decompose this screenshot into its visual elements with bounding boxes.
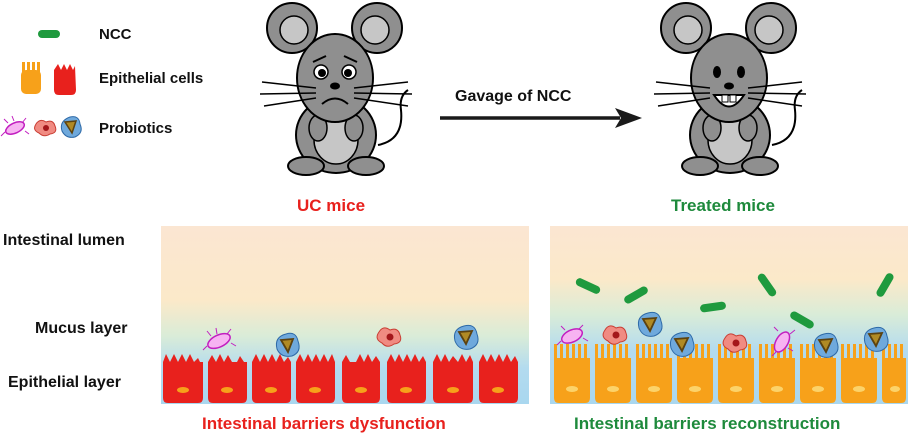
probiotic-blob-icon — [34, 119, 57, 137]
dysfunction-panel — [161, 226, 529, 404]
reconstruction-panel — [550, 226, 908, 404]
reconstruction-caption: Intestinal barriers reconstruction — [574, 414, 841, 433]
legend-probiotics-label: Probiotics — [99, 120, 173, 137]
probiotic-rod-right-2 — [771, 326, 796, 357]
treated-mouse-icon — [653, 2, 807, 176]
probiotic-coccus-right-2 — [669, 331, 695, 357]
intestinal-lumen-label: Intestinal lumen — [3, 232, 125, 249]
mucus-layer-label: Mucus layer — [35, 320, 128, 337]
probiotic-coccus-left-2 — [453, 324, 479, 350]
probiotic-rod-left — [202, 327, 237, 351]
uc-mice-label: UC mice — [297, 196, 366, 215]
legend-icons — [0, 30, 82, 138]
legend-ncc-label: NCC — [99, 26, 132, 43]
probiotic-coccus-right-4 — [863, 326, 889, 352]
ncc-icon — [38, 30, 60, 38]
damaged-epithelial-cells — [163, 354, 518, 403]
treated-mice-label: Treated mice — [671, 196, 775, 215]
healthy-epithelial-cells — [554, 344, 906, 403]
epithelial-orange-icon — [21, 62, 41, 94]
probiotic-coccus-right-1 — [637, 311, 663, 337]
probiotic-coccus-icon — [60, 116, 82, 138]
probiotic-rod-right-1 — [556, 324, 589, 346]
uc-mouse-icon — [259, 2, 413, 176]
dysfunction-caption: Intestinal barriers dysfunction — [202, 414, 446, 433]
epithelial-red-icon — [54, 64, 76, 95]
probiotic-rod-icon — [0, 115, 30, 137]
epithelial-layer-label: Epithelial layer — [8, 374, 121, 391]
gavage-label: Gavage of NCC — [455, 88, 572, 105]
probiotic-blob-right-1 — [602, 325, 628, 345]
gavage-arrow — [440, 108, 642, 128]
legend-epithelial-label: Epithelial cells — [99, 70, 204, 87]
probiotic-blob-left — [376, 327, 402, 347]
ncc-rods — [575, 273, 894, 329]
probiotic-coccus-left-1 — [275, 332, 300, 357]
probiotic-blob-right-2 — [722, 333, 748, 353]
probiotic-coccus-right-3 — [813, 332, 839, 358]
